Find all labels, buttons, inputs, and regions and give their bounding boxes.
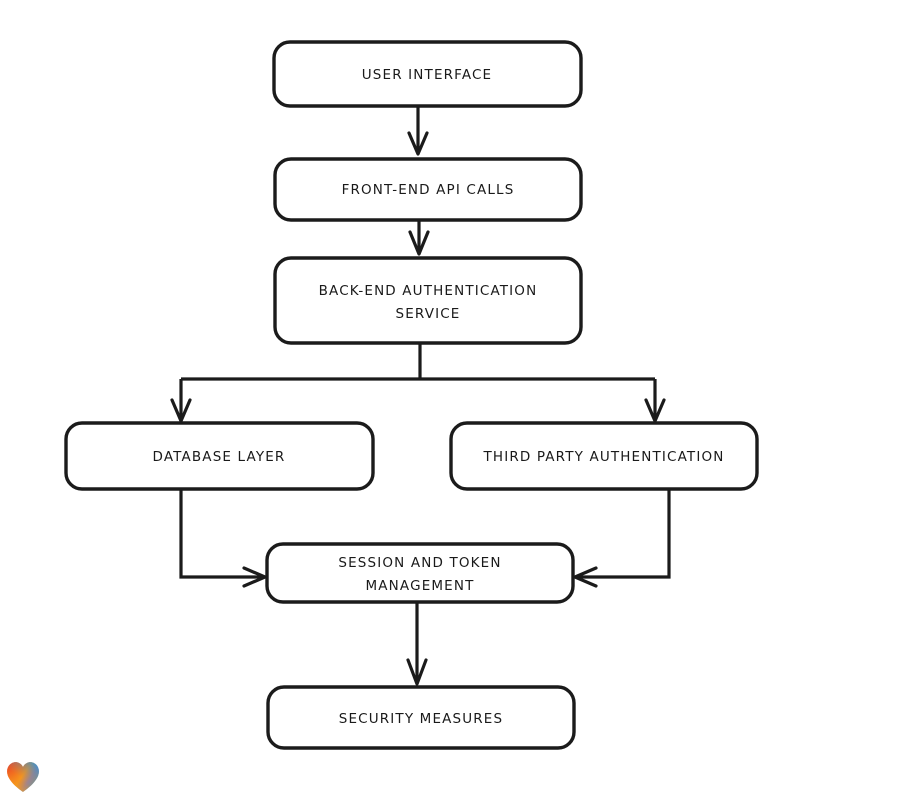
node-box-front-end-api-calls [273, 157, 583, 222]
node-label-session-and-token-management-line2: MANAGEMENT [366, 578, 475, 594]
node-label-session-and-token-management-line1: SESSION AND TOKEN [338, 555, 501, 571]
edge-frontend-to-backend [408, 220, 430, 256]
node-label-user-interface: USER INTERFACE [362, 67, 492, 83]
node-database-layer[interactable]: DATABASE LAYER [64, 421, 375, 491]
node-label-security-measures: SECURITY MEASURES [339, 711, 503, 727]
node-box-session-and-token-management [265, 542, 575, 604]
heart-icon [7, 762, 39, 792]
heart-icon-wrapper [6, 761, 40, 793]
edge-backend-to-database [170, 379, 192, 423]
edge-database-to-session [179, 489, 267, 588]
node-security-measures[interactable]: SECURITY MEASURES [266, 685, 576, 750]
node-label-third-party-authentication: THIRD PARTY AUTHENTICATION [483, 449, 725, 465]
node-box-back-end-authentication-service [273, 256, 583, 345]
edge-ui-to-frontend [407, 106, 429, 156]
edge-backend-to-thirdparty [644, 379, 666, 423]
node-label-front-end-api-calls: FRONT-END API CALLS [342, 182, 515, 198]
edge-backend-branch-stem [181, 343, 655, 381]
node-back-end-authentication-service[interactable]: BACK-END AUTHENTICATION SERVICE [273, 256, 583, 345]
node-third-party-authentication[interactable]: THIRD PARTY AUTHENTICATION [449, 421, 759, 491]
node-label-back-end-authentication-service-line2: SERVICE [396, 306, 461, 322]
node-box-third-party-authentication [449, 421, 759, 491]
node-box-user-interface [272, 40, 583, 108]
node-box-security-measures [266, 685, 576, 750]
edge-session-to-security [406, 602, 428, 686]
node-label-database-layer: DATABASE LAYER [153, 449, 286, 465]
edge-thirdparty-to-session [573, 489, 671, 588]
node-session-and-token-management[interactable]: SESSION AND TOKEN MANAGEMENT [265, 542, 575, 604]
node-front-end-api-calls[interactable]: FRONT-END API CALLS [273, 157, 583, 222]
node-user-interface[interactable]: USER INTERFACE [272, 40, 583, 108]
node-box-database-layer [64, 421, 375, 491]
node-label-back-end-authentication-service-line1: BACK-END AUTHENTICATION [319, 283, 538, 299]
